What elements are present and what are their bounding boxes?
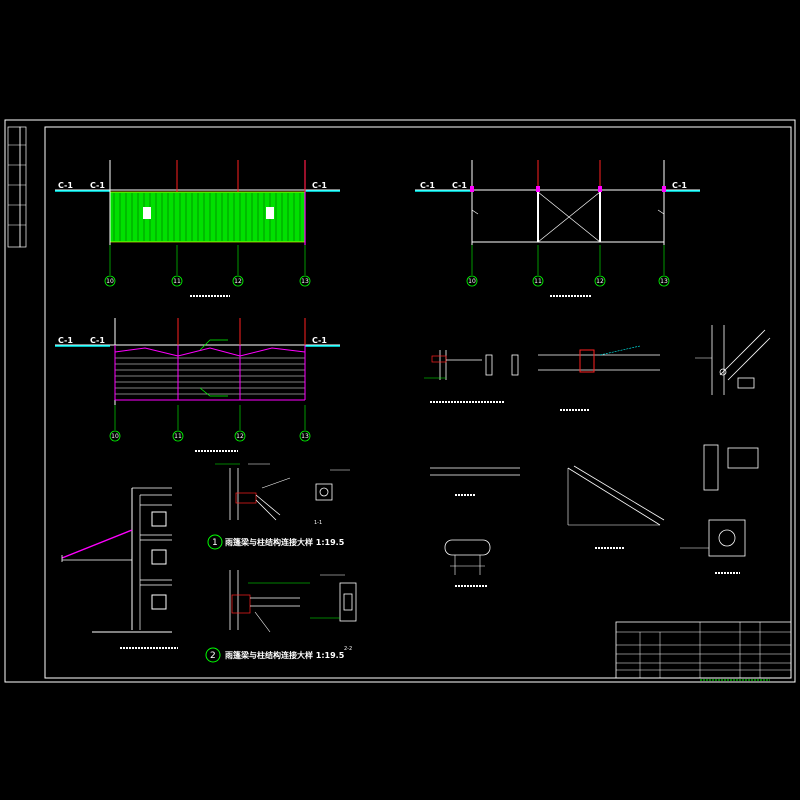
detail-1-title: 雨篷梁与柱结构连接大样 1:19.5 [225, 537, 345, 547]
section-label-c1-d: C-1 [420, 181, 435, 190]
left-title-strip [7, 126, 27, 248]
title-block [615, 621, 792, 681]
section-label-c1-a: C-1 [58, 181, 73, 190]
section-label-c1-c: C-1 [312, 181, 327, 190]
section-label-c1-g: C-1 [58, 336, 73, 345]
grid-axis-12: 12 [234, 278, 242, 285]
building-side-view [61, 487, 178, 649]
middle-left-plan: C-1 C-1 C-1 10 11 12 13 [55, 318, 340, 452]
section-cut-2-2: 2-2 [344, 646, 352, 652]
outer-frame [4, 119, 796, 683]
inner-frame [44, 126, 792, 679]
right-details [424, 325, 771, 587]
grid-axis-11-b: 11 [534, 278, 542, 285]
detail-2: 2-2 2 雨篷梁与柱结构连接大样 1:19.5 [205, 570, 357, 663]
grid-axis-12-c: 12 [236, 433, 244, 440]
grid-axis-13-b: 13 [660, 278, 668, 285]
grid-axis-13-c: 13 [301, 433, 309, 440]
detail-1: 1-1 1 雨篷梁与柱结构连接大样 1:19.5 [207, 463, 350, 550]
grid-axis-13: 13 [301, 278, 309, 285]
detail-number-2: 2 [210, 651, 216, 661]
section-label-c1-h: C-1 [90, 336, 105, 345]
grid-axis-11: 11 [173, 278, 181, 285]
top-right-elevation: C-1 C-1 C-1 10 11 12 13 [415, 160, 700, 297]
section-label-c1-b: C-1 [90, 181, 105, 190]
section-label-c1-f: C-1 [672, 181, 687, 190]
grid-axis-10-c: 10 [111, 433, 119, 440]
section-label-c1-e: C-1 [452, 181, 467, 190]
grid-axis-10-b: 10 [468, 278, 476, 285]
section-cut-1-1: 1-1 [314, 520, 322, 526]
detail-2-title: 雨篷梁与柱结构连接大样 1:19.5 [225, 650, 345, 660]
grid-axis-11-c: 11 [174, 433, 182, 440]
grid-axis-12-b: 12 [596, 278, 604, 285]
panel-ribs [113, 193, 301, 241]
purlin-lines [115, 357, 305, 395]
detail-number-1: 1 [212, 538, 218, 548]
section-label-c1-i: C-1 [312, 336, 327, 345]
top-left-elevation: C-1 C-1 C-1 10 11 12 13 [55, 160, 340, 297]
grid-axis-10: 10 [106, 278, 114, 285]
